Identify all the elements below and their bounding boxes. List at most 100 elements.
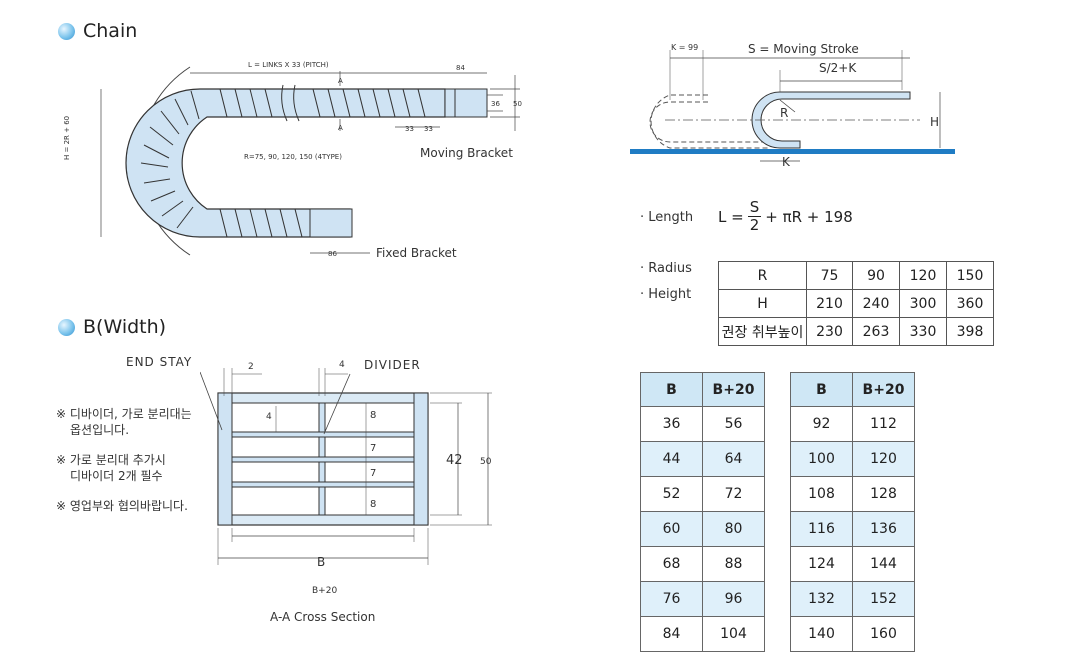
dim-b-label: B <box>317 555 326 569</box>
cell: 64 <box>702 441 765 477</box>
length-label: · Length <box>640 210 694 225</box>
dim-42-label: 42 <box>446 453 463 468</box>
width-section-title: B(Width) <box>58 316 166 338</box>
dim-36-label: 36 <box>491 100 500 108</box>
k-label: K <box>782 155 790 169</box>
cell: 108 <box>790 476 853 512</box>
divider-label: DIVIDER <box>364 358 421 372</box>
cell: 권장 취부높이 <box>718 317 807 346</box>
cell: 144 <box>852 546 915 582</box>
r-label: R <box>780 106 789 120</box>
moving-bracket-shape <box>444 88 488 118</box>
pitch-a-label: 33 <box>405 125 414 133</box>
cell: 360 <box>946 289 994 318</box>
radius-label: · Radius <box>640 261 692 276</box>
cell: 76 <box>640 581 703 617</box>
dim-50-label: 50 <box>513 100 522 108</box>
cell: 300 <box>899 289 947 318</box>
chain-links-bottom <box>219 208 318 238</box>
note-line: ※ 디바이더, 가로 분리대는 <box>56 407 192 421</box>
cell: 132 <box>790 581 853 617</box>
cell: 128 <box>852 476 915 512</box>
pitch-b-label: 33 <box>424 125 433 133</box>
cell: 240 <box>852 289 900 318</box>
section-marker-bottom: A <box>338 124 343 132</box>
cross-section-drawing <box>200 368 492 565</box>
header-cell: B <box>640 372 703 407</box>
cell: 210 <box>806 289 853 318</box>
cell: 88 <box>702 546 765 582</box>
header-cell: B+20 <box>852 372 915 407</box>
cell: 120 <box>899 261 947 290</box>
dim-4-side-label: 4 <box>266 412 272 422</box>
cross-section-caption: A-A Cross Section <box>270 610 376 624</box>
cell: 92 <box>790 406 853 442</box>
fixed-bracket-label: Fixed Bracket <box>376 246 457 260</box>
cell: R <box>718 261 807 290</box>
section-marker-top: A <box>338 77 343 85</box>
cell: H <box>718 289 807 318</box>
formula-numerator: S <box>747 198 762 217</box>
header-cell: B <box>790 372 853 407</box>
note-line: 디바이더 2개 필수 <box>70 469 163 483</box>
cell: 44 <box>640 441 703 477</box>
cell: 263 <box>852 317 900 346</box>
note-line: ※ 가로 분리대 추가시 <box>56 453 166 467</box>
notes-block: ※ 디바이더, 가로 분리대는 옵션입니다. ※ 가로 분리대 추가시 디바이더… <box>56 406 192 514</box>
chain-drawing <box>100 66 520 256</box>
height-formula-label: H = 2R + 60 <box>63 115 71 160</box>
end-stay-label: END STAY <box>126 355 193 369</box>
chain-title-text: Chain <box>83 20 138 42</box>
width-title-text: B(Width) <box>83 316 167 338</box>
cell: 60 <box>640 511 703 547</box>
formula-denominator: 2 <box>749 216 760 234</box>
cell: 160 <box>852 616 915 652</box>
formula-fraction: S 2 <box>747 198 762 234</box>
cell: 100 <box>790 441 853 477</box>
cell: 68 <box>640 546 703 582</box>
fixed-bracket-shape <box>309 208 353 238</box>
cell: 230 <box>806 317 853 346</box>
formula-lhs: L = <box>718 207 744 226</box>
chain-body <box>125 88 446 238</box>
dim-b20-label: B+20 <box>312 586 338 596</box>
dim-4-top-label: 4 <box>339 360 345 370</box>
dim-7a-label: 7 <box>370 443 377 454</box>
length-formula: L = S 2 + πR + 198 <box>718 199 853 234</box>
cell: 140 <box>790 616 853 652</box>
links-label: L = LINKS X 33 (PITCH) <box>248 61 329 69</box>
radius-types-label: R=75, 90, 120, 150 (4TYPE) <box>244 153 342 161</box>
cell: 104 <box>702 616 765 652</box>
cell: 150 <box>946 261 994 290</box>
cell: 36 <box>640 406 703 442</box>
chain-links-top <box>219 88 426 118</box>
cell: 330 <box>899 317 947 346</box>
note-line: ※ 영업부와 협의바랍니다. <box>56 499 188 513</box>
cell: 72 <box>702 476 765 512</box>
cell: 84 <box>640 616 703 652</box>
moving-bracket-label: Moving Bracket <box>420 146 513 160</box>
k99-label: K = 99 <box>671 43 699 52</box>
cell: 80 <box>702 511 765 547</box>
dim-2-label: 2 <box>248 362 254 372</box>
cell: 52 <box>640 476 703 512</box>
break-mark <box>281 84 300 122</box>
dim-50-width-label: 50 <box>480 457 492 467</box>
